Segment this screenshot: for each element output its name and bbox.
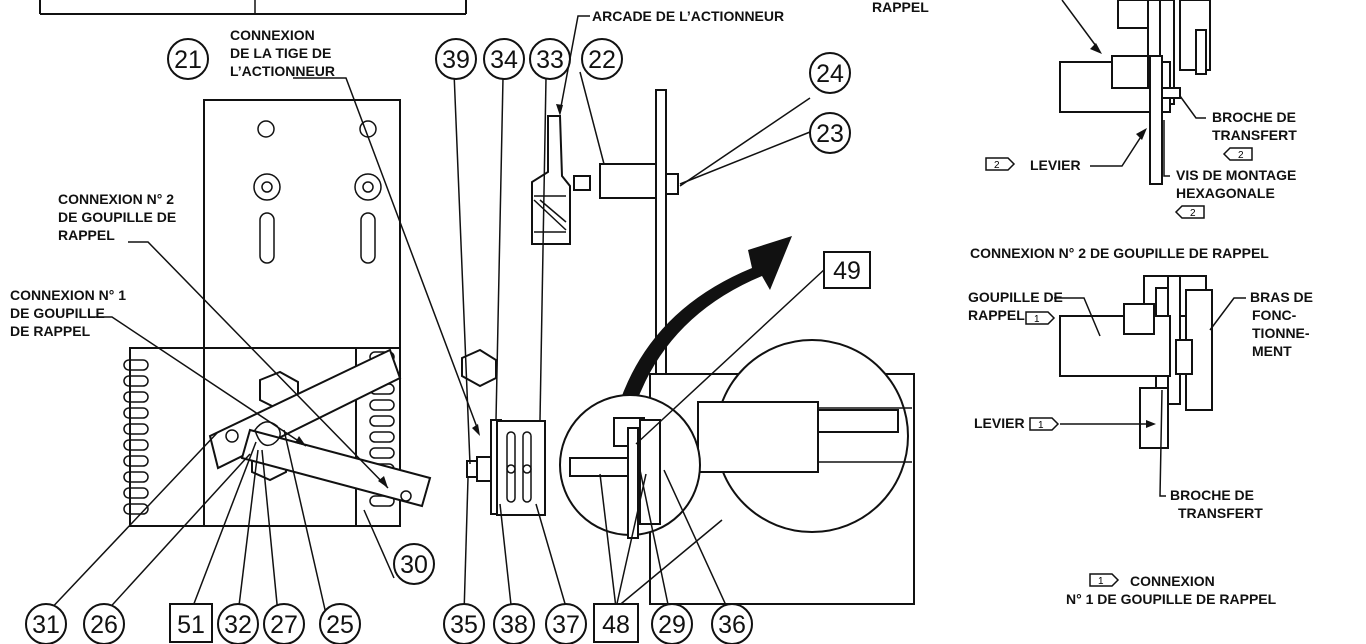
note-1-text-title: 1 (1098, 576, 1104, 587)
balloon-34: 34 (483, 38, 525, 80)
balloon-39: 39 (435, 38, 477, 80)
balloon-31-text: 31 (32, 611, 60, 639)
label-vis-montage: VIS DE MONTAGE HEXAGONALE (1176, 167, 1300, 201)
balloon-35: 35 (443, 603, 485, 644)
label-connexion-tige: CONNEXION DE LA TIGE DE L’ACTIONNEUR (230, 27, 335, 79)
balloon-39-text: 39 (442, 46, 470, 74)
label-broche-transfert-top: BROCHE DE TRANSFERT (1212, 109, 1300, 143)
curved-arrow (605, 236, 792, 480)
balloon-26-text: 26 (90, 611, 118, 639)
item-balloons: 21 39 34 33 22 24 23 30 31 26 32 27 25 3… (25, 38, 871, 644)
note-2-flag-levier: 2 (985, 157, 1016, 171)
box-48-text: 48 (602, 611, 630, 639)
balloon-33-text: 33 (536, 46, 564, 74)
balloon-24-text: 24 (816, 60, 844, 88)
box-48: 48 (593, 603, 639, 643)
balloon-30: 30 (393, 543, 435, 585)
balloon-38-text: 38 (500, 611, 528, 639)
box-51-text: 51 (177, 611, 205, 639)
actuator-yoke-fragment (531, 115, 591, 245)
balloon-25: 25 (319, 603, 361, 644)
note-1-flag-title: 1 (1089, 573, 1120, 587)
balloon-29-text: 29 (658, 611, 686, 639)
balloon-30-text: 30 (400, 551, 428, 579)
label-arcade: ARCADE DE L’ACTIONNEUR (592, 8, 784, 24)
note-1-text-levier: 1 (1038, 420, 1044, 431)
text-labels: CONNEXION DE LA TIGE DE L’ACTIONNEUR ARC… (10, 0, 1317, 607)
balloon-27: 27 (263, 603, 305, 644)
detail-circle (559, 394, 701, 539)
balloon-35-text: 35 (450, 611, 478, 639)
box-49-text: 49 (833, 257, 861, 285)
finned-housing (123, 347, 497, 527)
balloon-23-text: 23 (816, 120, 844, 148)
balloon-37: 37 (545, 603, 587, 644)
note-2-text-vis: 2 (1190, 208, 1196, 219)
title-block-fragment (39, 0, 467, 15)
detail-connection-1 (1059, 275, 1213, 449)
valve-body (649, 339, 915, 605)
balloon-24: 24 (809, 52, 851, 94)
label-connexion-2-left: CONNEXION N° 2 DE GOUPILLE DE RAPPEL (58, 191, 180, 243)
balloon-22: 22 (581, 38, 623, 80)
note-1-flag-goupille: 1 (1025, 311, 1056, 325)
balloon-21: 21 (167, 38, 209, 80)
balloon-26: 26 (83, 603, 125, 644)
label-rappel-top: RAPPEL (872, 0, 929, 15)
balloon-32-text: 32 (224, 611, 252, 639)
balloon-31: 31 (25, 603, 67, 644)
label-bras-fonctionnement: BRAS DE FONC- TIONNE- MENT (1250, 289, 1317, 359)
balloon-23: 23 (809, 112, 851, 154)
label-connexion-1-left: CONNEXION N° 1 DE GOUPILLE DE RAPPEL (10, 287, 130, 339)
note-1-flag-levier: 1 (1029, 417, 1060, 431)
detail-connection-2 (1059, 0, 1211, 185)
box-49: 49 (823, 251, 871, 289)
balloon-36-text: 36 (718, 611, 746, 639)
balloon-25-text: 25 (326, 611, 354, 639)
title-connexion-1: CONNEXION N° 1 DE GOUPILLE DE RAPPEL (1066, 573, 1277, 607)
label-goupille-rappel: GOUPILLE DE RAPPEL (968, 289, 1067, 323)
balloon-37-text: 37 (552, 611, 580, 639)
title-connexion-2: CONNEXION N° 2 DE GOUPILLE DE RAPPEL (970, 245, 1269, 261)
box-51: 51 (169, 603, 213, 643)
balloon-38: 38 (493, 603, 535, 644)
label-levier-bottom: LEVIER (974, 415, 1025, 431)
balloon-34-text: 34 (490, 46, 518, 74)
balloon-32: 32 (217, 603, 259, 644)
note-2-flag-vis: 2 (1174, 205, 1205, 219)
note-2-text: 2 (1238, 150, 1244, 161)
leader-lines-bottom (45, 71, 827, 615)
note-2-text-levier: 2 (994, 160, 1000, 171)
balloon-21-text: 21 (174, 46, 202, 74)
balloon-22-text: 22 (588, 46, 616, 74)
stem-connector-parts (466, 419, 546, 516)
note-1-text-goupille: 1 (1034, 314, 1040, 325)
label-broche-transfert-bottom: BROCHE DE TRANSFERT (1170, 487, 1263, 521)
note-2-flag-broche: 2 (1222, 147, 1253, 161)
balloon-33: 33 (529, 38, 571, 80)
balloon-27-text: 27 (270, 611, 298, 639)
balloon-29: 29 (651, 603, 693, 644)
balloon-36: 36 (711, 603, 753, 644)
leader-lines-left (88, 77, 480, 489)
label-levier-top: LEVIER (1030, 157, 1081, 173)
